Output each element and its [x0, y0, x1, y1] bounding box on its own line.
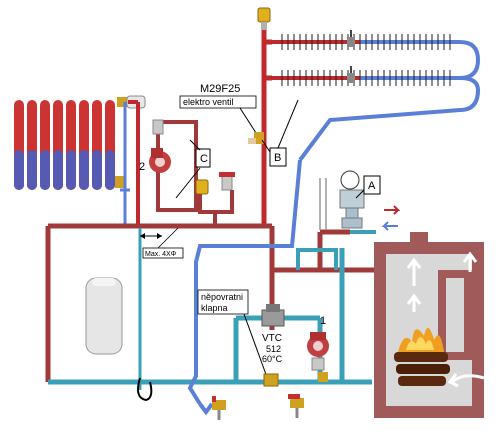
expansion-valve-icon	[195, 172, 235, 195]
pump-2-loop: 2	[139, 119, 235, 228]
collector-return-pipe	[187, 159, 302, 416]
vtc-label-1: VTC	[262, 333, 282, 344]
callout-b: B	[261, 99, 299, 167]
check-valve-icon	[263, 373, 279, 387]
safety-valve-icon	[318, 372, 328, 382]
drain-valve-icon	[212, 394, 304, 420]
expansion-tank	[85, 277, 123, 355]
pump-1-label: 1	[320, 315, 326, 327]
max-dist-label: Max. 4XΦ	[145, 251, 177, 258]
valve-code-label: M29F25	[200, 83, 240, 95]
svg-text:C: C	[200, 153, 208, 165]
vtc-label-2: 512	[266, 344, 281, 354]
check-valve-line-1: něpovratni	[201, 292, 243, 302]
vtc-label-3: 60°C	[262, 354, 283, 364]
svg-text:A: A	[368, 180, 376, 192]
thermal-valve-a: A	[319, 170, 401, 231]
pump-2-icon	[149, 119, 171, 173]
electro-valve-icon	[248, 132, 264, 144]
callout-c: C	[175, 139, 211, 199]
radiator	[14, 95, 146, 190]
heat-flow-arrows	[406, 251, 485, 388]
radiator-lockshield-icon	[115, 176, 125, 188]
check-valve-label: něpovratni klapna	[197, 289, 279, 387]
fire-icon	[394, 327, 450, 386]
radiator-pipes	[120, 100, 140, 228]
max-distance-annotation: Max. 4XΦ	[140, 227, 184, 259]
svg-text:B: B	[274, 152, 281, 164]
main-hot-riser	[257, 7, 272, 226]
collector-array	[268, 30, 481, 162]
valve-desc-label: elektro ventil	[183, 97, 234, 107]
collector-valve-icon	[347, 30, 355, 83]
pump-2-label: 2	[139, 161, 145, 173]
wood-stove	[374, 232, 485, 418]
vtc-mixing-valve: VTC 512 60°C	[261, 304, 285, 364]
air-vent-icon	[257, 7, 271, 30]
electro-valve-label: M29F25 elektro ventil	[179, 83, 264, 144]
pump-1: 1	[307, 315, 329, 371]
check-valve-line-2: klapna	[201, 303, 228, 313]
